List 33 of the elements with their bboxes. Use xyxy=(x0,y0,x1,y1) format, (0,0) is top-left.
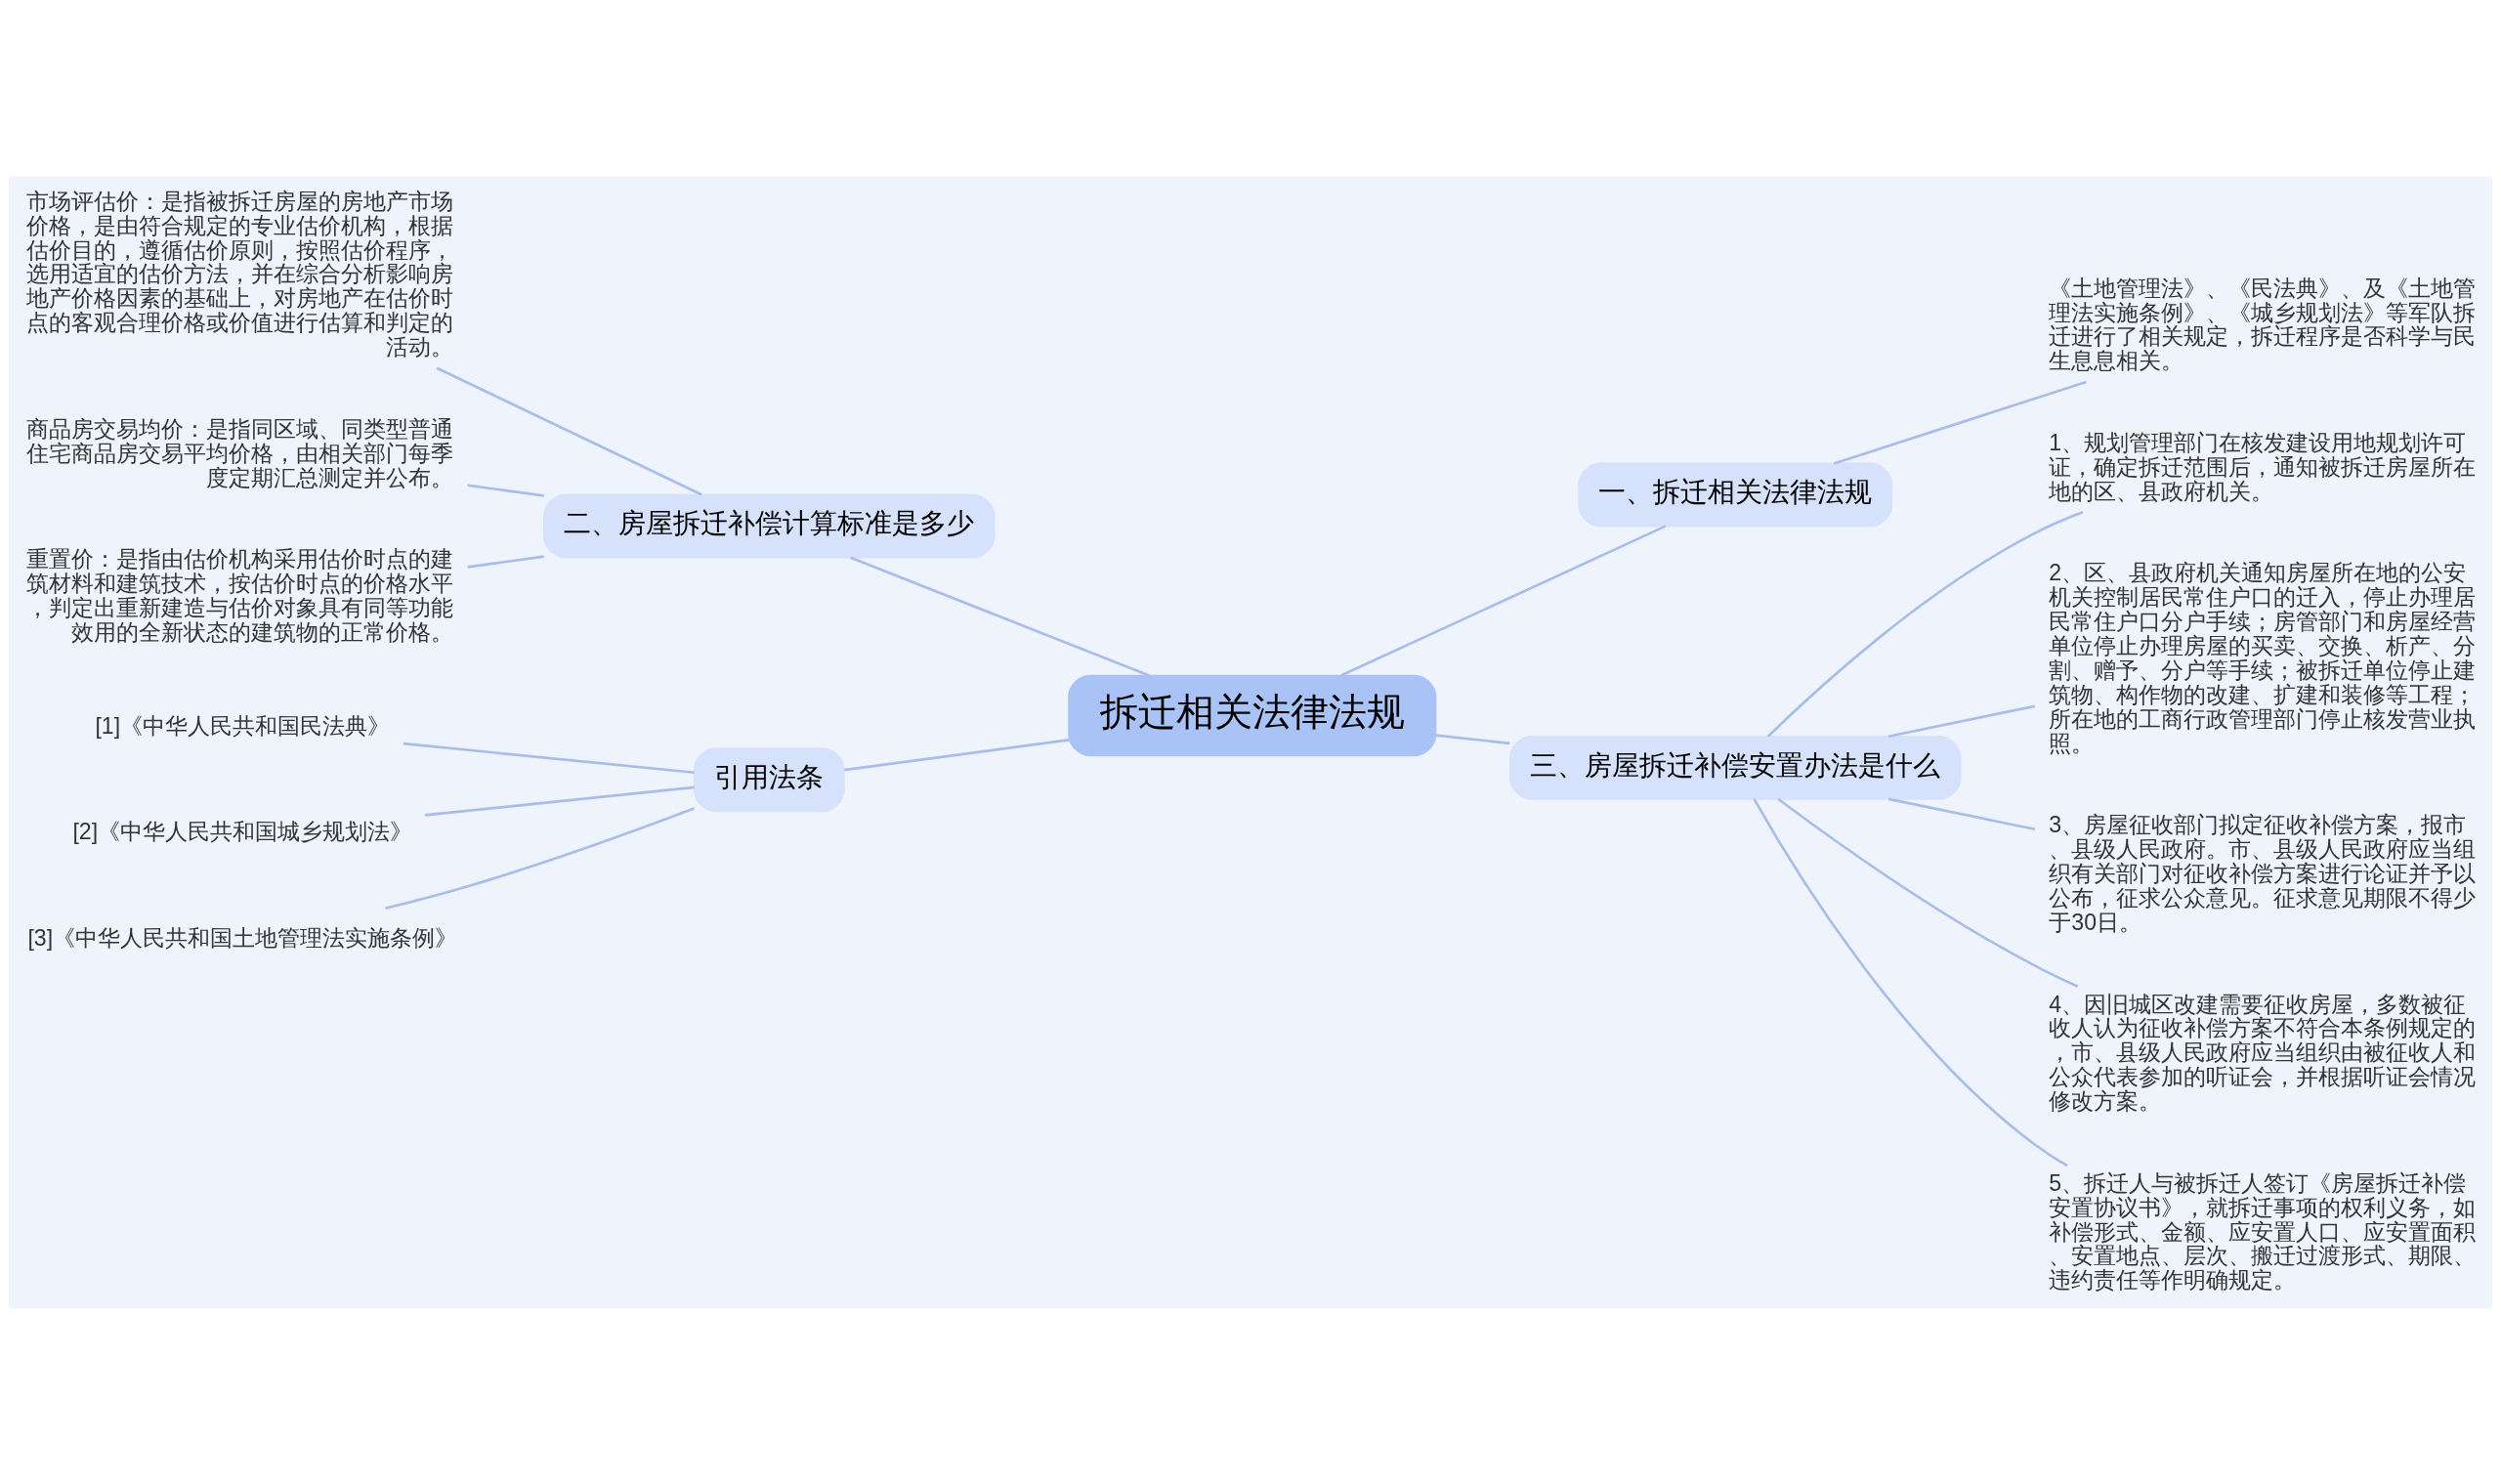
connector xyxy=(1435,733,1510,744)
connector xyxy=(1777,797,2079,988)
node-text: [3]《中华人民共和国土地管理法实施条例》 xyxy=(27,924,458,951)
node-box: 二、房屋拆迁补偿计算标准是多少 xyxy=(543,493,996,558)
node-box: 引用法条 xyxy=(693,746,845,812)
node-text: 重置价：是指由估价机构采用估价时点的建筑材料和建筑技术，按估价时点的价格水平，判定出重新建造与估价对象具有同等功能效用的全新状态的建筑物的正常价格。 xyxy=(26,545,454,645)
node-text: [1]《中华人民共和国民法典》 xyxy=(95,712,391,739)
connector xyxy=(1766,510,2084,738)
node-text: 3、房屋征收部门拟定征收补偿方案，报市、县级人民政府。市、县级人民政府应当组织有关部门对征收补偿方案进行论证并予以公布，征求公众意见。征求意见期限不得少于30日。 xyxy=(2049,811,2477,935)
connector xyxy=(850,556,1150,677)
node-text: 2、区、县政府机关通知房屋所在地的公安机关控制居民常住户口的迁入，停止办理居民常住户口分户手续；房管部门和房屋经营单位停止办理房屋的买卖、交换、析产、分割、赠予、分户等手续；被拆迁单位停止建筑物、构作物的改建、扩建和装修等工程；所在地的工商行政管理部门停止核发营业执照。 xyxy=(2049,559,2477,756)
connector xyxy=(403,742,695,774)
connector xyxy=(1887,704,2036,738)
connector xyxy=(436,366,702,495)
connector xyxy=(467,483,544,497)
connector xyxy=(1887,797,2036,830)
node-box: 拆迁相关法律法规 xyxy=(1068,674,1437,756)
connector xyxy=(1833,380,2087,465)
node-box: 三、房屋拆迁补偿安置办法是什么 xyxy=(1509,735,1962,800)
connector xyxy=(467,554,544,569)
node-box: 一、拆迁相关法律法规 xyxy=(1578,462,1893,527)
node-text: 5、拆迁人与被拆迁人签订《房屋拆迁补偿安置协议书》，就拆迁事项的权利义务，如补偿形式、金额、应安置人口、应安置面积、安置地点、层次、搬迁过渡形式、期限、违约责任等作明确规定。 xyxy=(2049,1169,2477,1293)
node-text: 市场评估价：是指被拆迁房屋的房地产市场价格，是由符合规定的专业估价机构，根据估价目的，遵循估价原则，按照估价程序，选用适宜的估价方法，并在综合分析影响房地产价格因素的基础上，对房地产在估价时点的客观合理价格或价值进行估算和判定的活动。 xyxy=(26,188,454,360)
node-text: 4、因旧城区改建需要征收房屋，多数被征收人认为征收补偿方案不符合本条例规定的，市、县级人民政府应当组织由被征收人和公众代表参加的听证会，并根据听证会情况修改方案。 xyxy=(2049,991,2477,1114)
node-text: [2]《中华人民共和国城乡规划法》 xyxy=(72,818,413,844)
connector xyxy=(1753,797,2068,1166)
node-text: 商品房交易均价：是指同区域、同类型普通住宅商品房交易平均价格，由相关部门每季度定期汇总测定并公布。 xyxy=(26,415,454,490)
connector xyxy=(385,806,695,910)
connector xyxy=(424,785,695,817)
node-text: 《土地管理法》、《民法典》、及《土地管理法实施条例》、《城乡规划法》等军队拆迁进行了相关规定，拆迁程序是否科学与民生息息相关。 xyxy=(2049,275,2477,373)
connector xyxy=(843,738,1070,771)
connector xyxy=(1340,524,1667,676)
node-text: 1、规划管理部门在核发建设用地规划许可证，确定拆迁范围后，通知被拆迁房屋所在地的区、县政府机关。 xyxy=(2049,429,2477,504)
